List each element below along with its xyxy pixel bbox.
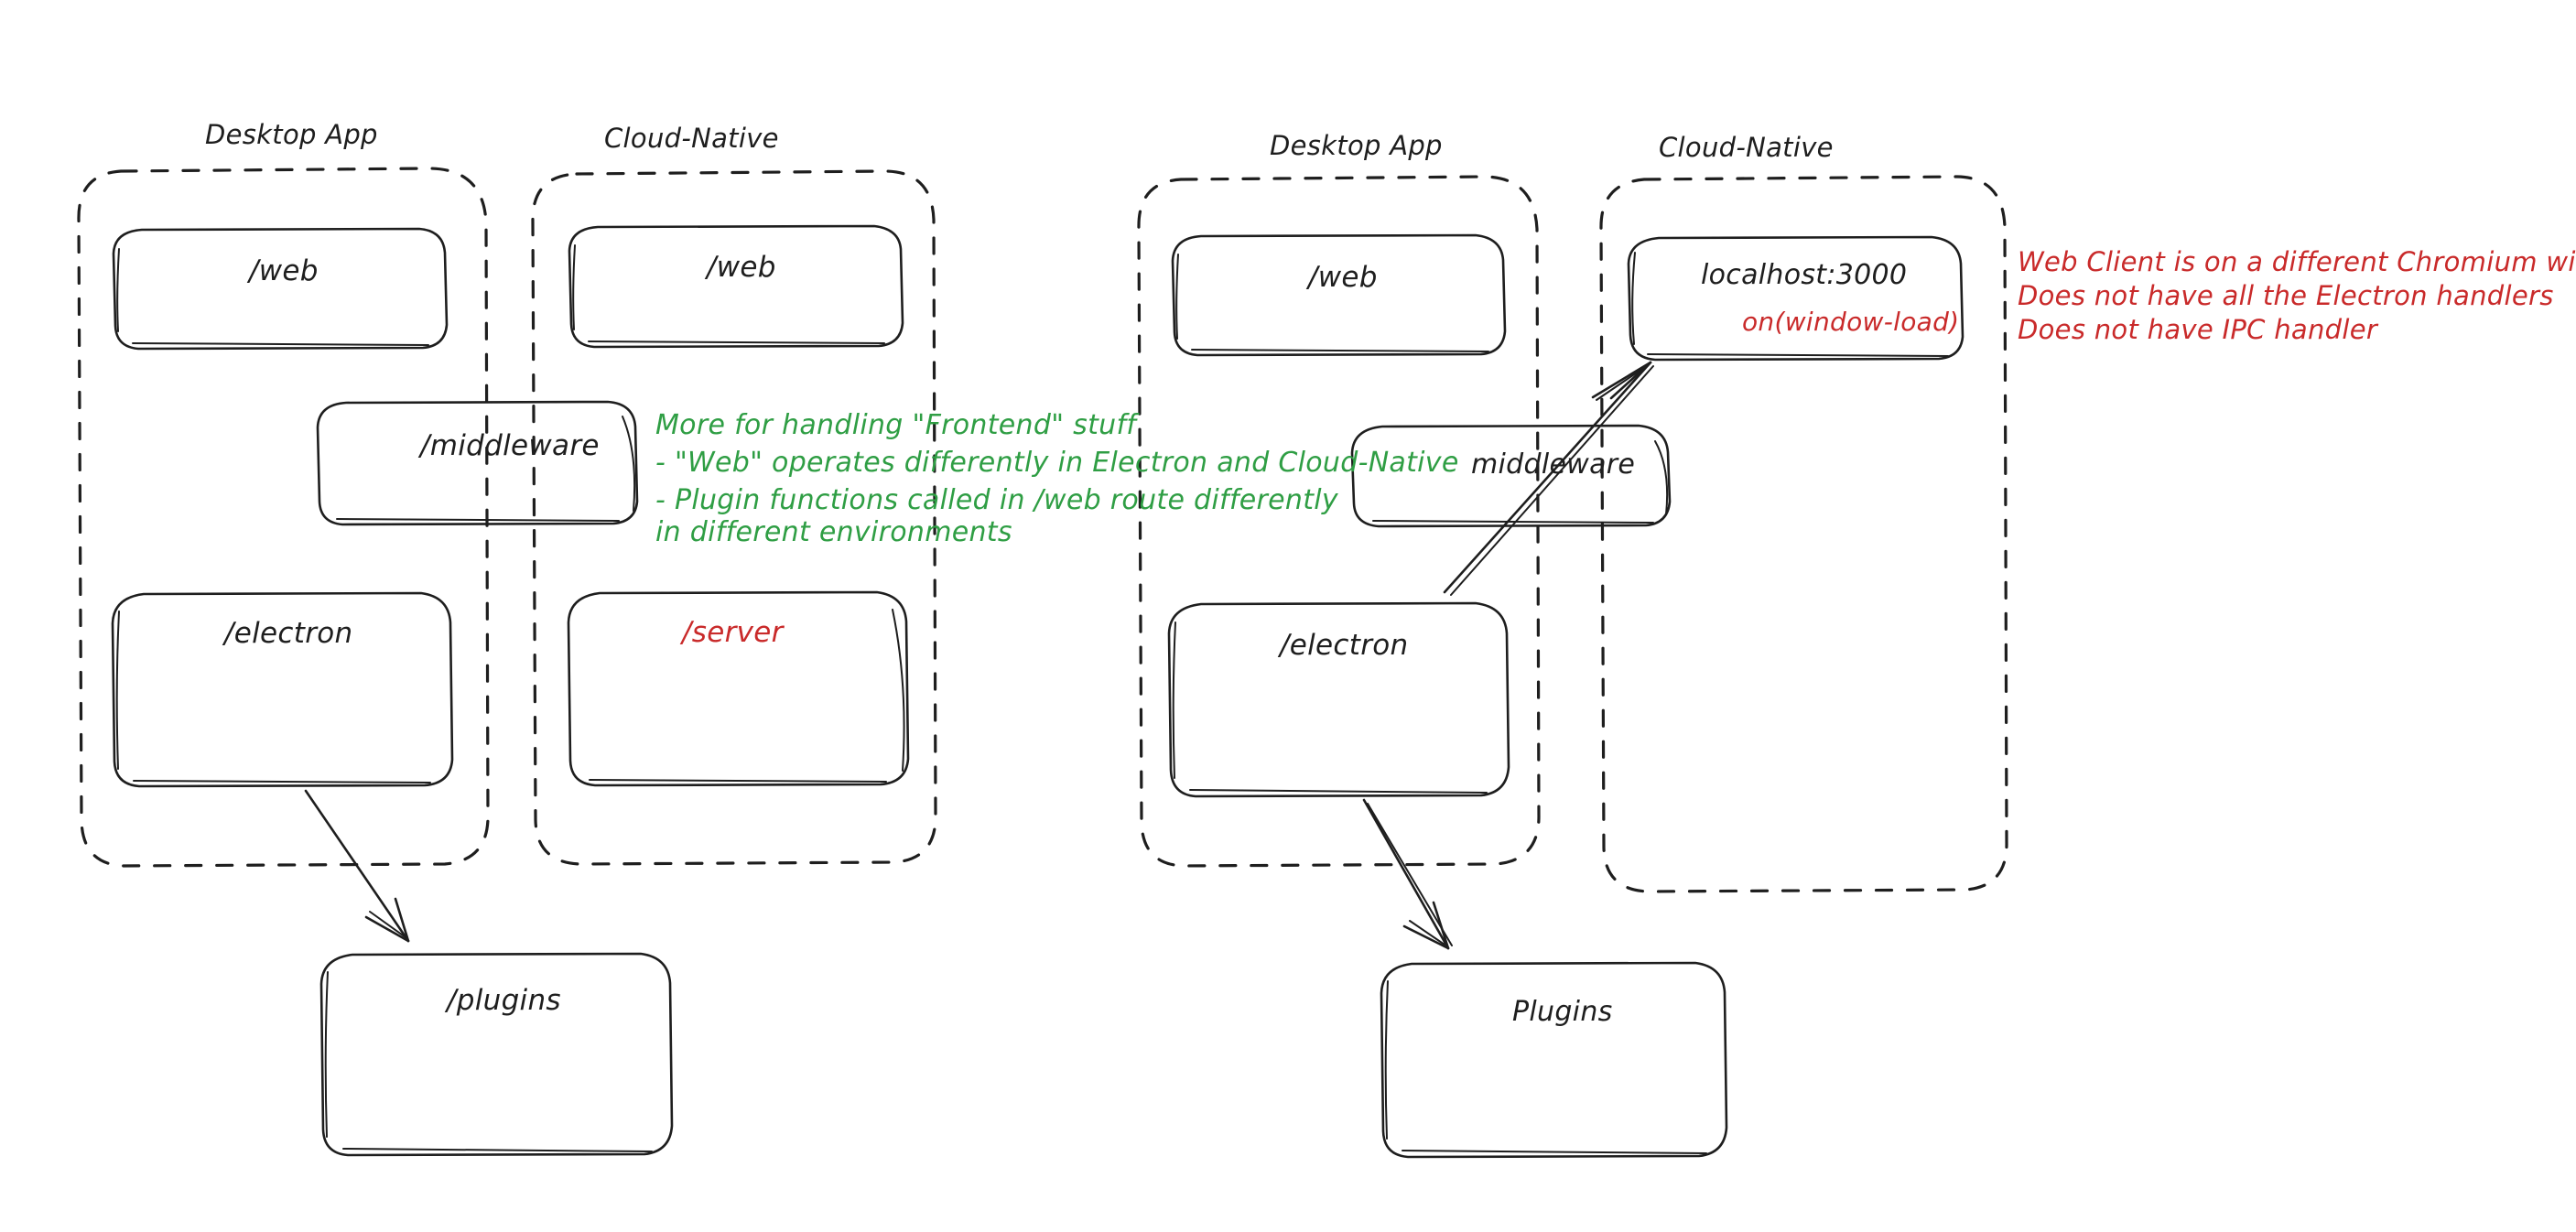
right-red-note-line-2: Does not have IPC handler (2018, 314, 2378, 345)
right-localhost-label: localhost:3000 (1701, 259, 1908, 291)
left-plugins-label: /plugins (447, 984, 561, 1017)
left-green-note-line-0: More for handling "Frontend" stuff (655, 409, 1137, 441)
right-cloud-native-title: Cloud-Native (1659, 132, 1834, 163)
left-server-label: /server (682, 616, 784, 649)
right-desktop-web-label: /web (1308, 261, 1378, 294)
right-red-note-line-0: Web Client is on a different Chromium wi… (2018, 246, 2576, 277)
left-desktop-app-title: Desktop App (205, 119, 378, 150)
right-desktop-app-title: Desktop App (1270, 130, 1443, 161)
right-desktop-app-group[interactable] (1138, 177, 1540, 867)
right-plugins-shape[interactable] (1381, 962, 1726, 1158)
left-green-note-line-1: - "Web" operates differently in Electron… (655, 447, 1459, 479)
left-desktop-app-group[interactable] (79, 168, 489, 867)
left-cloud-native-group[interactable] (532, 171, 936, 865)
left-cloud-web-label: /web (707, 251, 776, 284)
right-localhost-sublabel: on(window-load) (1742, 307, 1960, 337)
left-desktop-web-label: /web (249, 254, 319, 287)
left-electron-label: /electron (224, 617, 353, 650)
right-cloud-native-group[interactable] (1600, 177, 2008, 892)
right-middleware-label: middleware (1471, 448, 1636, 481)
left-plugins-shape[interactable] (321, 953, 672, 1156)
left-green-note-line-3: in different environments (655, 516, 1012, 548)
right-plugins-label: Plugins (1512, 996, 1613, 1028)
left-green-note-line-2: - Plugin functions called in /web route … (655, 484, 1338, 516)
left-middleware-label: /middleware (420, 429, 600, 462)
right-electron-label: /electron (1280, 629, 1409, 662)
left-cloud-native-title: Cloud-Native (604, 123, 779, 154)
right-red-note-line-1: Does not have all the Electron handlers (2018, 280, 2554, 311)
